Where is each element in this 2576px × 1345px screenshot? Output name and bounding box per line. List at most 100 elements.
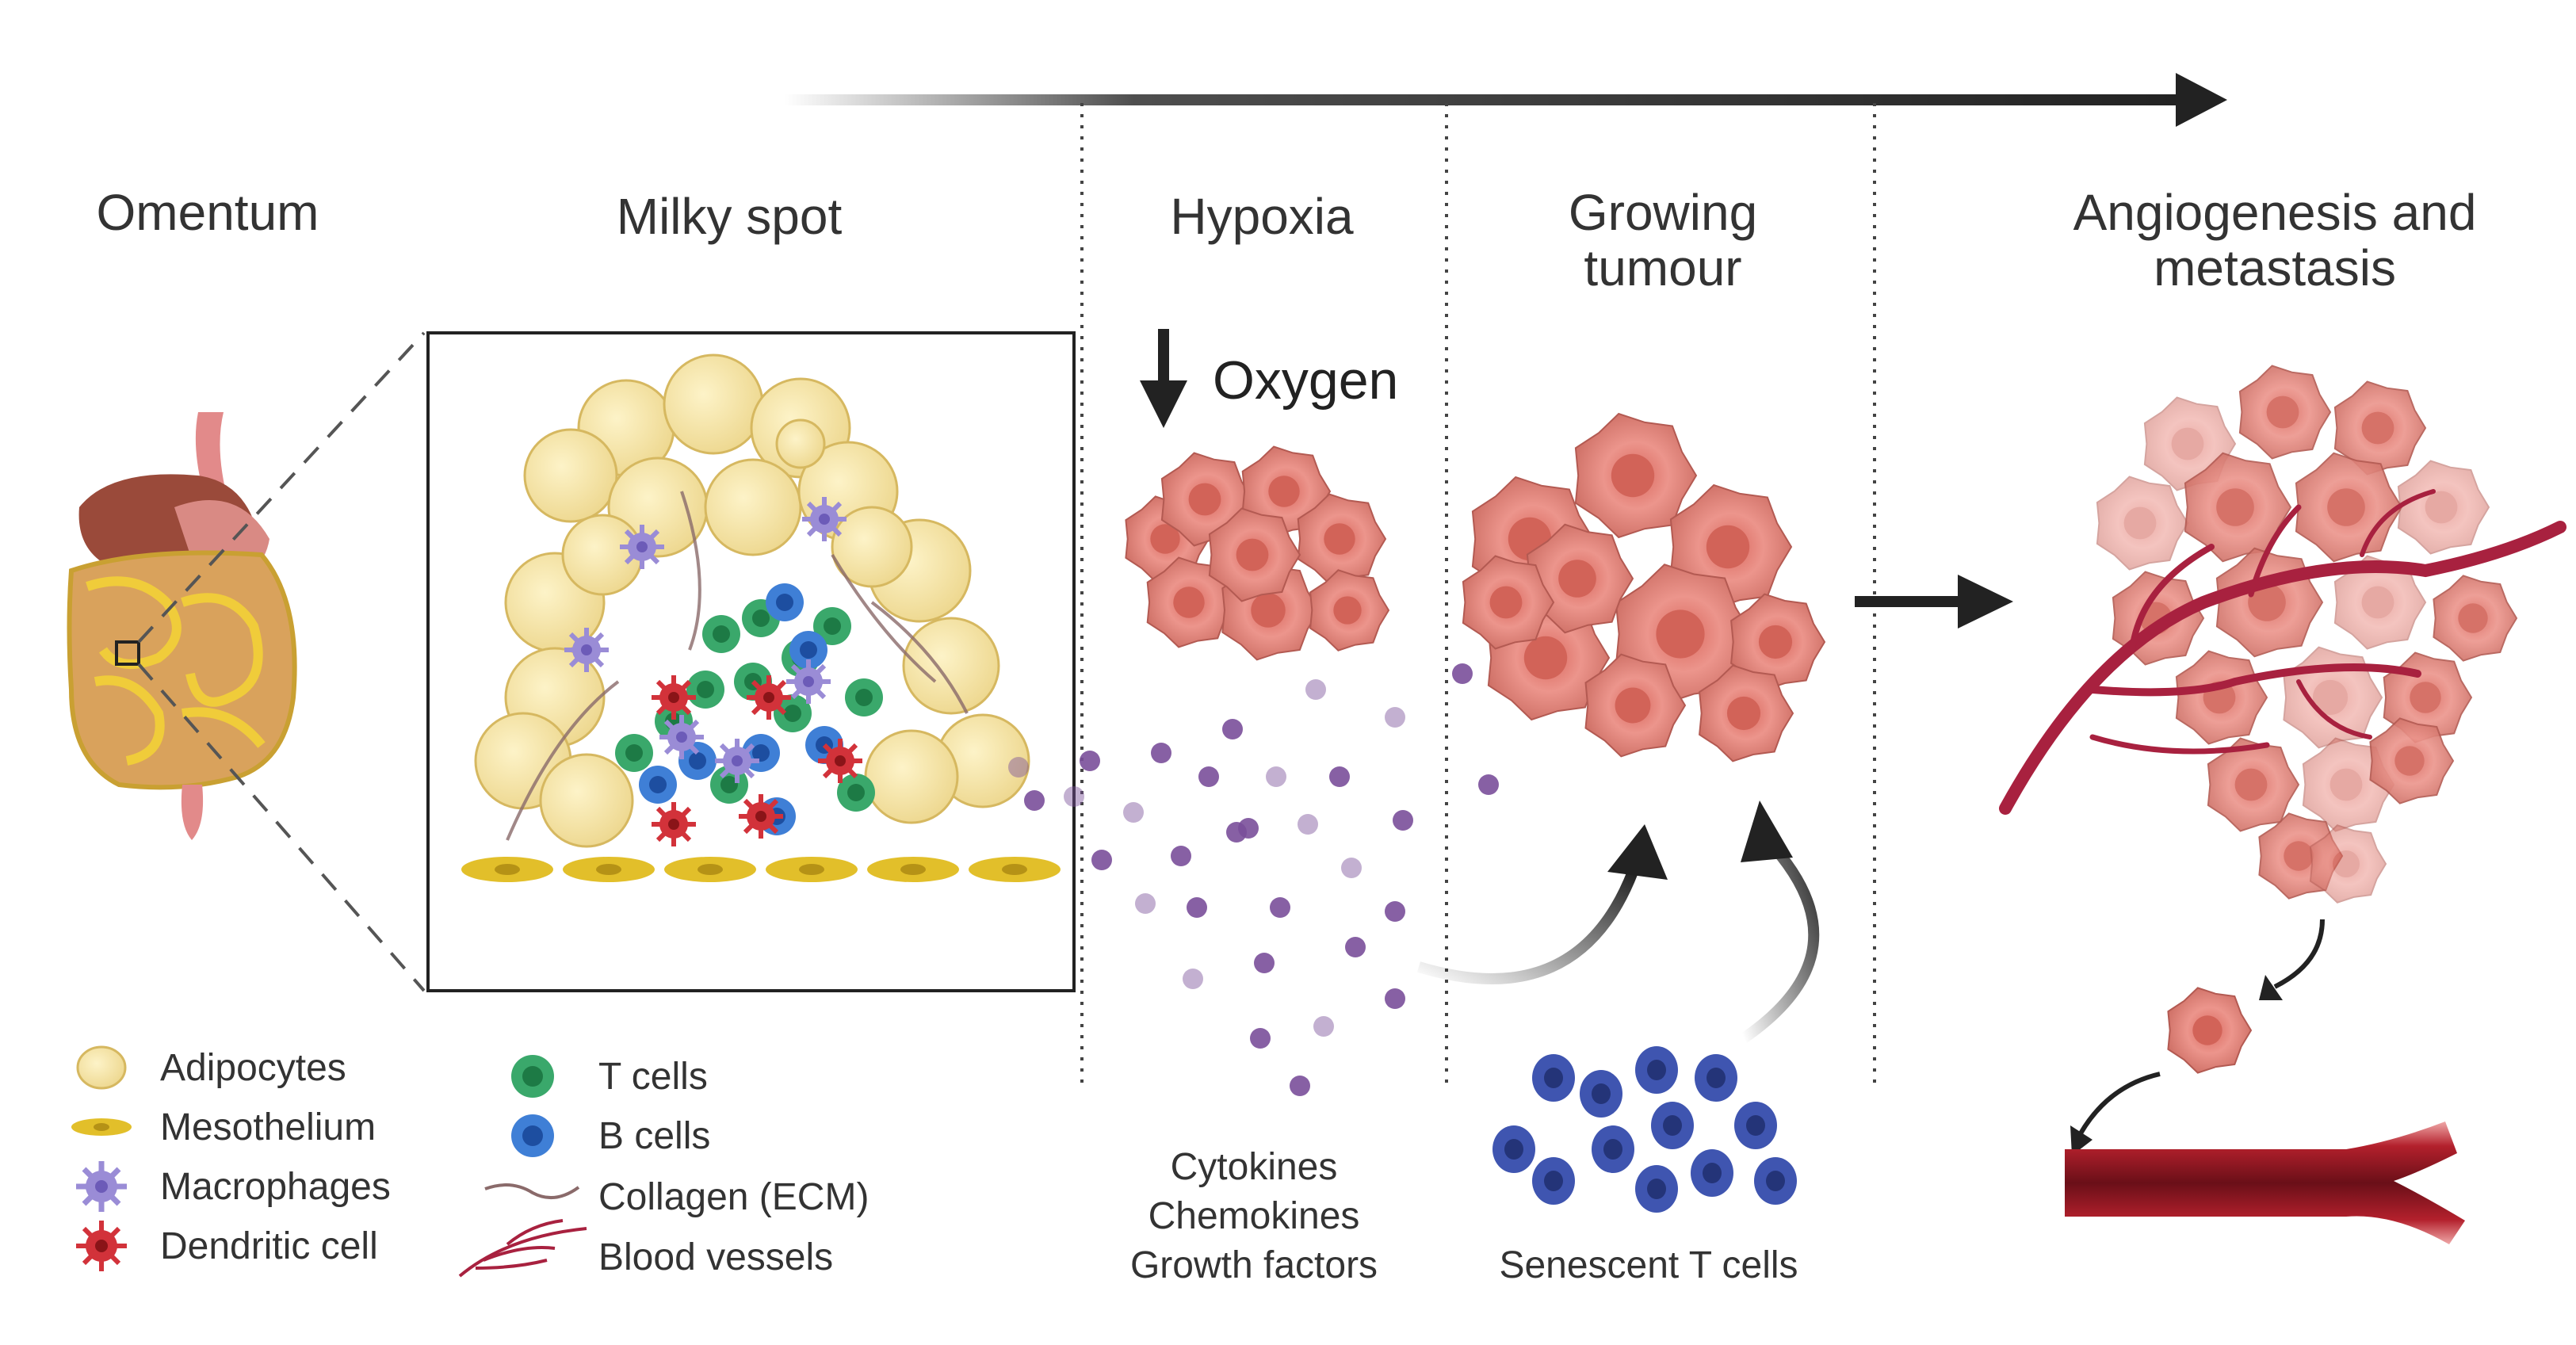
stage-title-angiogenesis: Angiogenesis and bbox=[2073, 184, 2477, 241]
senescent-t-cell-nucleus bbox=[1703, 1163, 1722, 1183]
tumour-cell bbox=[2283, 646, 2383, 749]
milky-spot-box bbox=[426, 331, 1076, 992]
t-cell-nucleus bbox=[697, 681, 714, 698]
factor-label-growth-factors: Growth factors bbox=[1130, 1244, 1378, 1286]
omentum-illustration bbox=[67, 412, 297, 840]
legend-collagen: Collagen (ECM) bbox=[598, 1176, 869, 1218]
macrophage bbox=[564, 628, 609, 672]
adipocyte bbox=[663, 353, 764, 455]
tumour-cell bbox=[2295, 452, 2403, 563]
adipocyte bbox=[561, 514, 644, 596]
b-cell-nucleus bbox=[689, 752, 706, 770]
progression-arrow bbox=[785, 73, 2227, 127]
tumour-cell bbox=[1730, 593, 1826, 691]
factor-dot bbox=[1329, 766, 1350, 787]
factor-dot bbox=[1123, 802, 1144, 823]
legend-b-cells: B cells bbox=[598, 1115, 710, 1157]
stage-title-tumour: tumour bbox=[1584, 239, 1741, 296]
mesothelium-layer bbox=[461, 857, 1061, 882]
angiogenic-vessels bbox=[1999, 489, 2566, 815]
hypoxic-tumour bbox=[1125, 445, 1390, 661]
tumour-cell bbox=[1699, 664, 1794, 762]
tumour-cell bbox=[2333, 380, 2427, 476]
t-cell-nucleus bbox=[752, 609, 770, 627]
factor-dot bbox=[1345, 937, 1366, 957]
single-tumour-cell bbox=[2167, 987, 2253, 1074]
legend-mesothelium: Mesothelium bbox=[160, 1106, 376, 1148]
stage-title-metastasis: metastasis bbox=[2154, 239, 2396, 296]
factor-dot bbox=[1222, 719, 1243, 739]
senescent-curve-arrow bbox=[1741, 801, 1820, 1043]
b-cell-nucleus bbox=[649, 776, 667, 793]
factor-dot bbox=[1135, 893, 1156, 914]
factor-dot bbox=[1151, 743, 1171, 763]
senescent-t-cell-nucleus bbox=[1603, 1139, 1622, 1160]
adipocyte bbox=[539, 753, 634, 848]
factor-dot bbox=[1091, 850, 1112, 870]
factor-dot bbox=[1187, 897, 1207, 918]
to-metastasis-arrow bbox=[1855, 575, 2013, 629]
factor-label-cytokines: Cytokines bbox=[1171, 1146, 1338, 1188]
factor-dot bbox=[1385, 707, 1405, 728]
tumour-cell bbox=[2175, 650, 2268, 745]
tumour-cell bbox=[2433, 575, 2518, 662]
dendritic-cell bbox=[652, 675, 696, 720]
tumour-cell bbox=[1584, 653, 1687, 758]
factor-dot bbox=[1478, 774, 1499, 795]
b-cell-nucleus bbox=[776, 594, 793, 611]
senescent-t-cells bbox=[1492, 1046, 1797, 1213]
legend-adipocytes: Adipocytes bbox=[160, 1047, 346, 1089]
mesothelium-icon bbox=[71, 1118, 132, 1136]
factor-dot bbox=[1266, 766, 1286, 787]
legend-right: T cells B cells Collagen (ECM) Blood ves… bbox=[458, 1055, 869, 1278]
factor-dot bbox=[1385, 901, 1405, 922]
tumour-cell bbox=[2369, 717, 2455, 804]
stage-dividers bbox=[1080, 103, 1876, 1086]
factor-dot bbox=[1226, 822, 1247, 843]
t-cell-nucleus bbox=[824, 617, 841, 635]
tumour-cell bbox=[2207, 737, 2300, 832]
legend-dendritic-cell: Dendritic cell bbox=[160, 1225, 378, 1267]
senescent-t-cell-nucleus bbox=[1746, 1115, 1765, 1136]
stage-title-milky-spot: Milky spot bbox=[617, 188, 843, 245]
circulating-tumour-cell bbox=[2167, 987, 2253, 1074]
secreted-factors bbox=[1008, 663, 1499, 1096]
macrophage-icon bbox=[76, 1161, 127, 1212]
senescent-t-cell-nucleus bbox=[1544, 1068, 1563, 1088]
tumour-cell bbox=[2397, 460, 2490, 555]
metastatic-tumour bbox=[2096, 365, 2518, 904]
adipocyte bbox=[902, 617, 1000, 715]
factor-dot bbox=[1393, 810, 1413, 831]
blood-vessel bbox=[2065, 1121, 2465, 1244]
mesothelial-nucleus bbox=[698, 864, 723, 875]
factor-dot bbox=[1270, 897, 1290, 918]
legend-macrophages: Macrophages bbox=[160, 1166, 391, 1208]
senescent-t-cell-nucleus bbox=[1663, 1115, 1682, 1136]
b-cell-nucleus bbox=[800, 641, 817, 659]
mesothelial-nucleus bbox=[1002, 864, 1027, 875]
factor-dot bbox=[1024, 790, 1045, 811]
stage-title-growing: Growing bbox=[1569, 184, 1757, 241]
tumour-cell bbox=[2184, 452, 2292, 563]
factor-dot bbox=[1341, 858, 1362, 878]
mesothelial-nucleus bbox=[799, 864, 824, 875]
adipocyte bbox=[831, 506, 913, 588]
dendritic-cell bbox=[739, 794, 783, 839]
adipocyte bbox=[775, 418, 826, 469]
factor-dot bbox=[1250, 1028, 1271, 1049]
oxygen-label: Oxygen bbox=[1213, 350, 1398, 411]
adipocyte-icon bbox=[76, 1045, 127, 1090]
t-cell-nucleus bbox=[784, 705, 801, 722]
factor-dot bbox=[1183, 969, 1203, 989]
senescent-t-cell-nucleus bbox=[1592, 1083, 1611, 1104]
factor-dot bbox=[1290, 1076, 1310, 1096]
t-cell-icon bbox=[511, 1055, 554, 1098]
macrophage bbox=[802, 497, 847, 541]
dendritic-cell-icon bbox=[76, 1221, 127, 1271]
metastasis-arrows bbox=[2078, 919, 2325, 1135]
factor-dot bbox=[1452, 663, 1473, 684]
senescent-t-cell-nucleus bbox=[1504, 1139, 1523, 1160]
b-cell-nucleus bbox=[752, 744, 770, 762]
senescent-t-cell-nucleus bbox=[1647, 1179, 1666, 1199]
